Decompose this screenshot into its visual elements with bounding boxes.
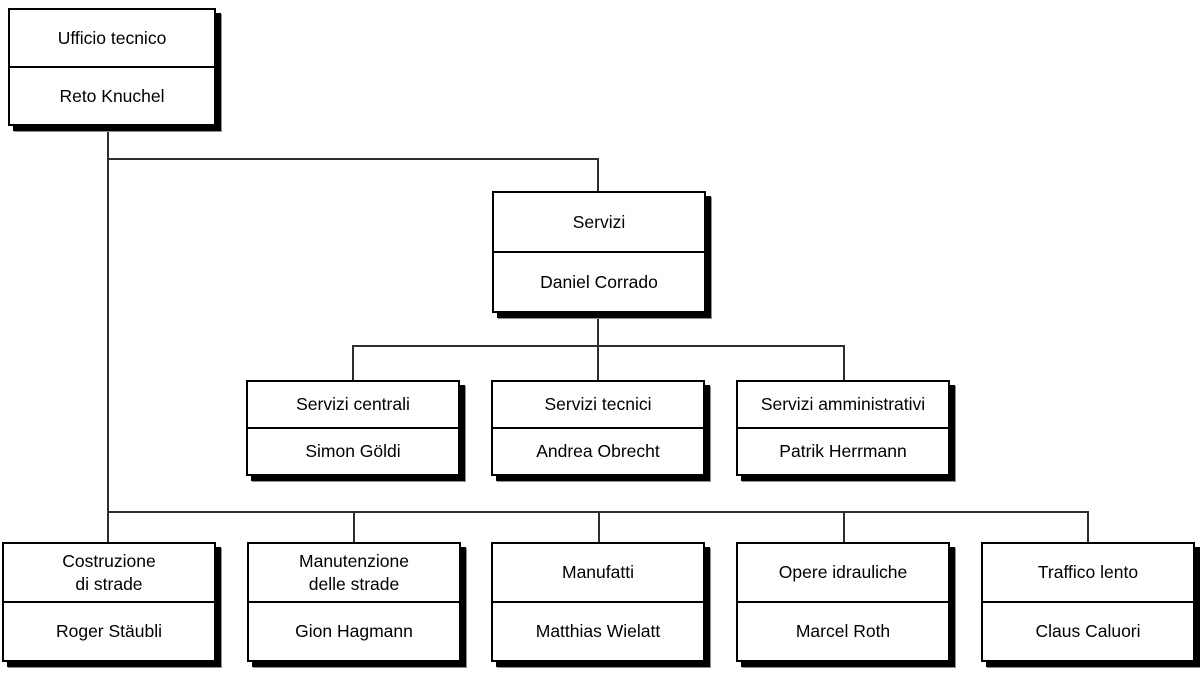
node-title: Ufficio tecnico — [10, 10, 214, 68]
node-title: Traffico lento — [983, 544, 1193, 603]
connector-drop-opere-idrauliche — [843, 511, 845, 544]
node-person: Daniel Corrado — [540, 271, 658, 292]
node-title: Manufatti — [493, 544, 703, 603]
node-person: Simon Göldi — [305, 441, 401, 462]
org-node-manutenzione-delle-strade: Manutenzione delle strade Gion Hagmann — [247, 542, 461, 662]
org-node-servizi: Servizi Daniel Corrado — [492, 191, 706, 313]
connector-mid-horizontal — [352, 345, 845, 347]
connector-drop-manufatti — [598, 511, 600, 544]
org-node-manufatti: Manufatti Matthias Wielatt — [491, 542, 705, 662]
node-title: Servizi amministrativi — [738, 382, 948, 429]
org-node-servizi-tecnici: Servizi tecnici Andrea Obrecht — [491, 380, 705, 476]
org-node-traffico-lento: Traffico lento Claus Caluori — [981, 542, 1195, 662]
node-person: Reto Knuchel — [59, 85, 165, 106]
org-node-opere-idrauliche: Opere idrauliche Marcel Roth — [736, 542, 950, 662]
node-title: Servizi centrali — [248, 382, 458, 429]
org-node-servizi-centrali: Servizi centrali Simon Göldi — [246, 380, 460, 476]
node-person: Claus Caluori — [1035, 621, 1141, 642]
connector-drop-traffico-lento — [1087, 511, 1089, 544]
connector-drop-servizi-amministrativi — [843, 345, 845, 382]
connector-servizi-drop — [597, 158, 599, 192]
node-person: Andrea Obrecht — [536, 441, 660, 462]
connector-drop-manutenzione — [353, 511, 355, 544]
node-title: Costruzione di strade — [4, 544, 214, 603]
node-title: Servizi tecnici — [493, 382, 703, 429]
connector-root-vertical — [107, 126, 109, 544]
node-title: Manutenzione delle strade — [249, 544, 459, 603]
node-person: Marcel Roth — [795, 621, 891, 642]
org-node-ufficio-tecnico: Ufficio tecnico Reto Knuchel — [8, 8, 216, 126]
node-person: Gion Hagmann — [295, 621, 413, 642]
node-title: Servizi — [494, 193, 704, 253]
connector-root-servizi-horizontal — [107, 158, 599, 160]
org-node-costruzione-di-strade: Costruzione di strade Roger Stäubli — [2, 542, 216, 662]
node-title: Opere idrauliche — [738, 544, 948, 603]
node-person: Patrik Herrmann — [779, 441, 907, 462]
org-node-servizi-amministrativi: Servizi amministrativi Patrik Herrmann — [736, 380, 950, 476]
connector-drop-servizi-centrali — [352, 345, 354, 382]
connector-servizi-children-vertical — [597, 313, 599, 382]
node-person: Matthias Wielatt — [535, 621, 661, 642]
node-person: Roger Stäubli — [55, 621, 163, 642]
